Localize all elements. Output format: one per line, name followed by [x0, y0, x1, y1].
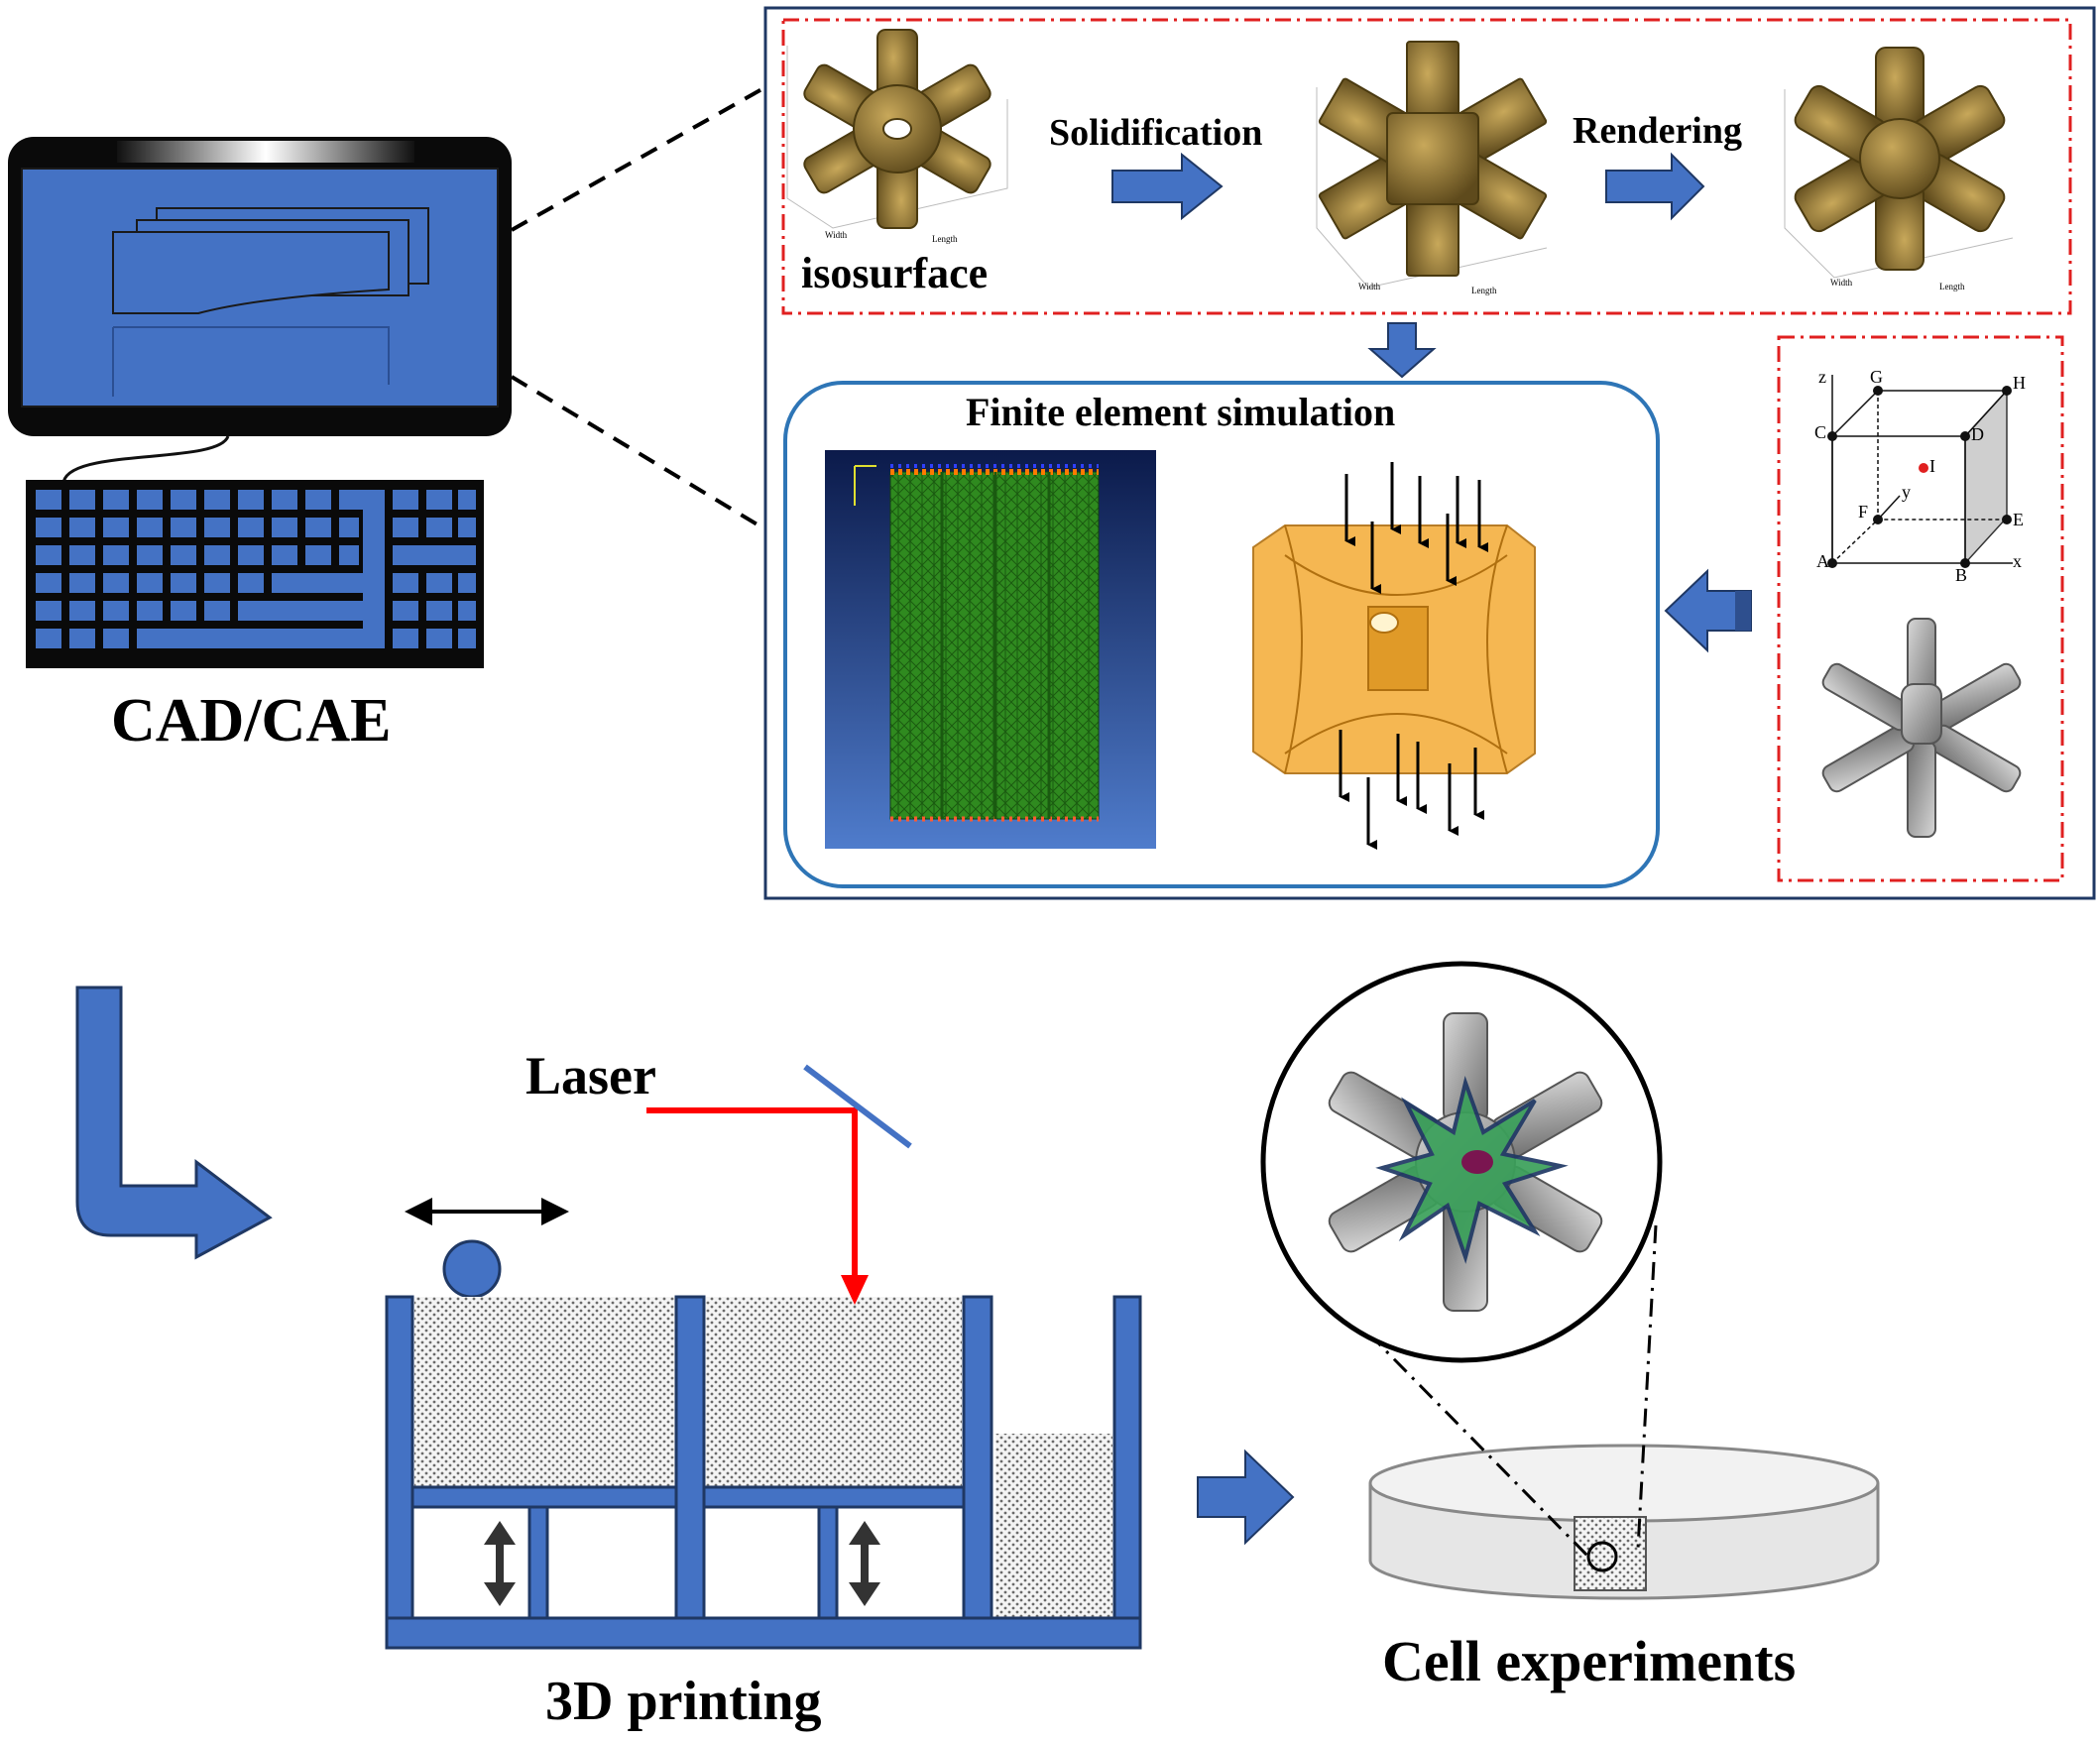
laser-mirror: [803, 1064, 912, 1149]
piston-arrow-left: [484, 1521, 516, 1606]
cube-label-a: A: [1816, 551, 1829, 571]
cube-label-h: H: [2013, 373, 2026, 393]
cube-label-f: F: [1858, 502, 1869, 522]
petri-dish: [1368, 1444, 1880, 1600]
cube-label-x: x: [2013, 551, 2022, 571]
cube-label-c: C: [1814, 422, 1827, 442]
l-shaped-flow-arrow: [75, 986, 273, 1260]
fe-mesh-model: [825, 450, 1156, 849]
isosurface-unit-image: [786, 29, 1008, 229]
rendered-unit-image: [1784, 47, 2014, 279]
laser-label: Laser: [525, 1046, 656, 1105]
magnifier-lines: [1341, 1224, 1658, 1559]
fe-loaded-unit: [1252, 462, 1536, 850]
solidification-arrow: [1111, 152, 1224, 221]
plot3-width-label: Width: [1830, 278, 1853, 288]
isosurface-process-box: [781, 18, 2072, 315]
cube-label-b: B: [1955, 565, 1968, 585]
3d-printer: [385, 1064, 1142, 1650]
solidification-label: Solidification: [1049, 112, 1263, 154]
strut-unit-model: [1821, 618, 2022, 838]
plot2-length-label: Length: [1471, 286, 1497, 295]
plot1-width-label: Width: [825, 230, 848, 240]
piston-arrow-right: [849, 1521, 880, 1606]
solidified-unit-image: [1316, 41, 1548, 289]
cube-label-d: D: [1971, 424, 1984, 444]
computer-icon: [8, 137, 512, 668]
plot1-length-label: Length: [932, 234, 958, 244]
cube-label-i: I: [1929, 456, 1935, 476]
cell-experiments-label: Cell experiments: [1382, 1629, 1797, 1693]
isosurface-label: isosurface: [801, 249, 989, 297]
plot2-width-label: Width: [1358, 282, 1381, 291]
rendering-arrow: [1605, 152, 1705, 221]
rendering-label: Rendering: [1573, 110, 1742, 152]
cube-label-e: E: [2013, 510, 2024, 529]
unit-cube-diagram: [1827, 375, 2013, 568]
cad-detail-panel: [763, 6, 2096, 900]
unit-cell-box: [1777, 335, 2064, 882]
down-arrow-to-fe: [1367, 322, 1437, 379]
cube-label-g: G: [1870, 367, 1883, 387]
fe-simulation-title: Finite element simulation: [966, 390, 1396, 434]
3d-printing-label: 3D printing: [545, 1671, 822, 1732]
printing-to-cell-arrow: [1197, 1449, 1295, 1546]
cube-label-z: z: [1818, 367, 1826, 387]
cad-cae-label: CAD/CAE: [111, 687, 392, 755]
plot3-length-label: Length: [1939, 282, 1965, 291]
fe-simulation-box: [783, 381, 1660, 888]
cube-label-y: y: [1902, 482, 1911, 502]
zoom-connector-lines: [510, 85, 767, 531]
scaffold-unit-with-cell: [1328, 1012, 1603, 1312]
